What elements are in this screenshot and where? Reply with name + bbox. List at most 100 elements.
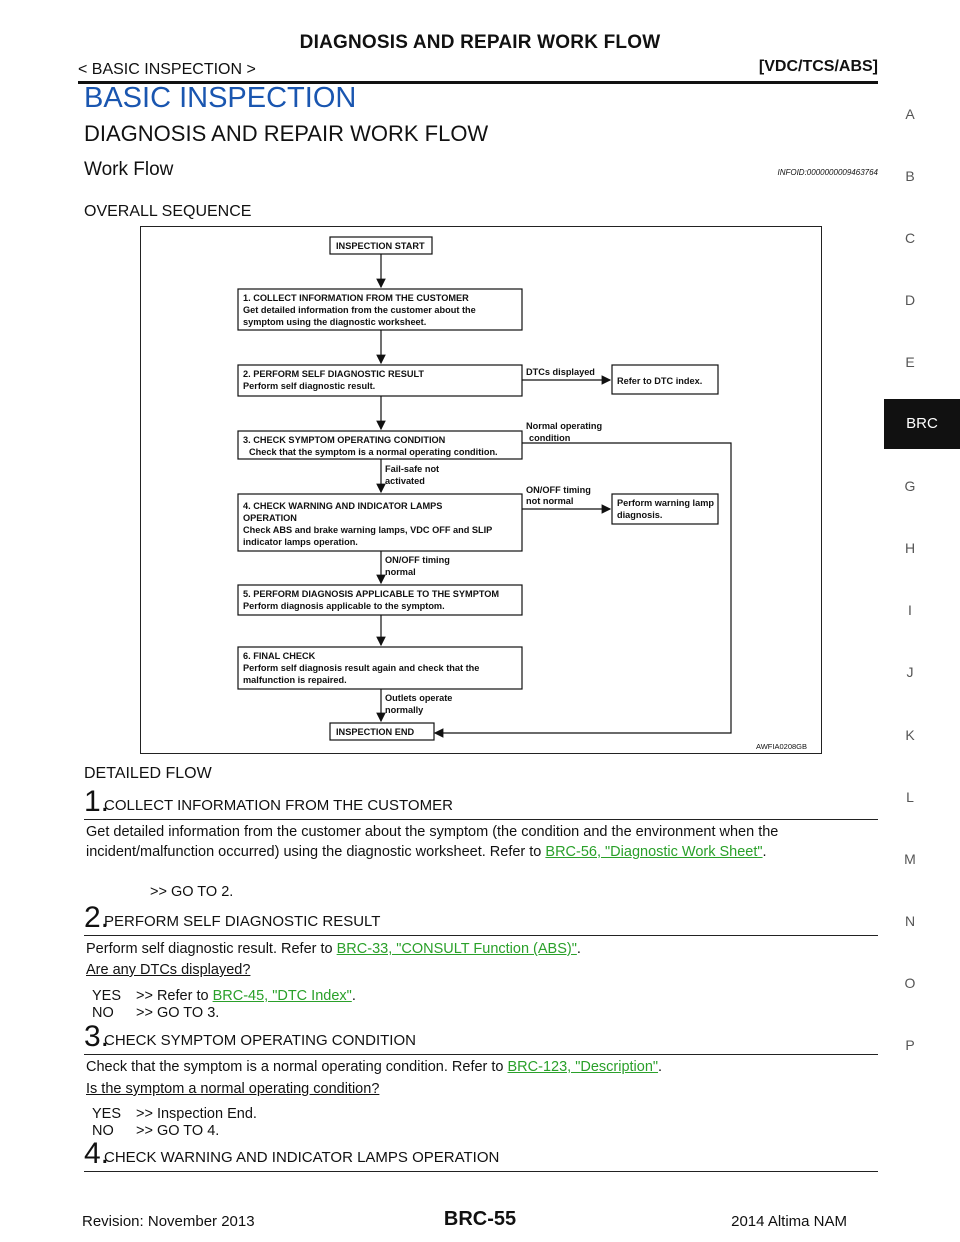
step-3-text: Check that the symptom is a normal opera… [86,1059,663,1075]
side-tab-o[interactable]: O [904,975,916,991]
step-4-heading: 4. CHECK WARNING AND INDICATOR LAMPS OPE… [84,1137,878,1172]
side-tab-j[interactable]: J [906,664,914,680]
outlets-1: Outlets operate [385,693,452,703]
breadcrumb: < BASIC INSPECTION > [78,61,256,78]
dtc-index-box [611,364,719,395]
start-box [329,236,433,255]
side-tab-e[interactable]: E [905,354,915,370]
step5-line2: Perform diagnosis applicable to the symp… [243,601,445,611]
figure-id: AWFIA0208GB [756,742,807,751]
warn-box-1: Perform warning lamp [617,498,714,508]
step2-line1: 2. PERFORM SELF DIAGNOSTIC RESULT [243,369,424,379]
step2-box [237,364,523,397]
yes-text: >> Inspection End. [136,1106,257,1122]
warn-box-2: diagnosis. [617,510,662,520]
subsection-title: DIAGNOSIS AND REPAIR WORK FLOW [84,121,489,146]
step-3-heading: 3. CHECK SYMPTOM OPERATING CONDITION [84,1020,878,1055]
dtc-label: DTCs displayed [526,367,595,377]
side-tab-l[interactable]: L [906,789,914,805]
step-title: CHECK SYMPTOM OPERATING CONDITION [104,1032,416,1049]
side-tab-d[interactable]: D [904,292,916,308]
step5-line1: 5. PERFORM DIAGNOSIS APPLICABLE TO THE S… [243,589,499,599]
footer-model: 2014 Altima NAM [731,1213,847,1230]
side-tab-p[interactable]: P [905,1037,915,1053]
step-2-yes: YES>> Refer to BRC-45, "DTC Index". [92,988,356,1004]
end-text: INSPECTION END [336,727,414,737]
step-2-question: Are any DTCs displayed? [86,962,251,978]
step-3-no: NO>> GO TO 4. [92,1122,219,1140]
onoff-bad-1: ON/OFF timing [526,485,591,495]
step4-line3: Check ABS and brake warning lamps, VDC O… [243,525,492,535]
section-title: BASIC INSPECTION [84,82,357,114]
step-2-text-body: Perform self diagnostic result. Refer to [86,941,337,957]
step-2-text: Perform self diagnostic result. Refer to… [86,941,581,957]
link-consult-function[interactable]: BRC-33, "CONSULT Function (ABS)" [336,941,577,957]
step1-line3: symptom using the diagnostic worksheet. [243,317,426,327]
header-rule [78,81,878,84]
step-1-text-line1: Get detailed information from the custom… [86,824,779,840]
yes-text: >> Refer to [136,988,213,1004]
no-text: >> GO TO 4. [136,1123,220,1139]
step1-box [237,288,523,331]
system-label: [VDC/TCS/ABS] [758,58,878,75]
dtc-box-text: Refer to DTC index. [617,376,702,386]
step-1-goto: >> GO TO 2. [150,884,234,900]
step4-line4: indicator lamps operation. [243,537,358,547]
side-tab-b[interactable]: B [905,168,915,184]
normal-label-2: condition [529,433,571,443]
side-tab-k[interactable]: K [905,727,915,743]
normal-label-1: Normal operating [526,421,602,431]
side-tab-brc-active[interactable]: BRC [884,399,960,449]
side-tab-a[interactable]: A [905,106,915,122]
onoff-ok-2: normal [385,567,416,577]
step-3-yes: YES >> Inspection End. [92,1105,257,1123]
step-title: CHECK WARNING AND INDICATOR LAMPS OPERAT… [104,1149,500,1166]
step6-line3: malfunction is repaired. [243,675,347,685]
step-2-no: NO>> GO TO 3. [92,1004,219,1022]
side-tab-h[interactable]: H [904,540,916,556]
step3-line1: 3. CHECK SYMPTOM OPERATING CONDITION [243,435,446,445]
step4-box [237,493,523,552]
outlets-2: normally [385,705,424,715]
step1-line2: Get detailed information from the custom… [243,305,476,315]
side-tab-m[interactable]: M [904,851,916,867]
footer-revision: Revision: November 2013 [82,1213,255,1230]
yes-key: YES [92,1106,122,1122]
end-box [329,722,435,741]
link-diagnostic-work-sheet[interactable]: BRC-56, "Diagnostic Work Sheet" [545,844,763,860]
side-tab-g[interactable]: G [904,478,916,494]
step6-box [237,646,523,690]
step-1-text: Get detailed information from the custom… [86,824,779,860]
flow-diagram: INSPECTION START 1. COLLECT INFORMATION … [140,226,822,754]
step-3-text-body: Check that the symptom is a normal opera… [86,1059,508,1075]
step2-line2: Perform self diagnostic result. [243,381,375,391]
onoff-ok-1: ON/OFF timing [385,555,450,565]
step-title: PERFORM SELF DIAGNOSTIC RESULT [104,913,381,930]
side-tab-i[interactable]: I [908,602,912,618]
footer-page-number: BRC-55 [443,1208,517,1230]
onoff-bad-2: not normal [526,496,573,506]
step3-box [237,430,523,460]
step4-line1: 4. CHECK WARNING AND INDICATOR LAMPS [243,501,442,511]
step-1-text-line2: incident/malfunction occurred) using the… [86,844,546,860]
step-number: 4. [84,1137,110,1170]
step1-line1: 1. COLLECT INFORMATION FROM THE CUSTOMER [243,293,469,303]
step-number: 2. [84,901,110,934]
step6-line1: 6. FINAL CHECK [243,651,316,661]
step-2-heading: 2. PERFORM SELF DIAGNOSTIC RESULT [84,901,878,936]
no-text: >> GO TO 3. [136,1005,220,1021]
overall-sequence-label: OVERALL SEQUENCE [84,203,252,220]
link-dtc-index[interactable]: BRC-45, "DTC Index" [212,988,352,1004]
step-number: 3. [84,1020,110,1053]
start-text: INSPECTION START [336,241,425,251]
work-flow-title: Work Flow [84,159,174,180]
side-tab-n[interactable]: N [904,913,916,929]
failsafe-1: Fail-safe not [385,464,439,474]
link-description[interactable]: BRC-123, "Description" [507,1059,659,1075]
step4-line2: OPERATION [243,513,297,523]
step5-box [237,584,523,616]
side-tab-c[interactable]: C [904,230,916,246]
page-header-title: DIAGNOSIS AND REPAIR WORK FLOW [299,32,661,53]
flow-diagram-svg: INSPECTION START 1. COLLECT INFORMATION … [237,236,807,751]
step-number: 1. [84,785,110,818]
